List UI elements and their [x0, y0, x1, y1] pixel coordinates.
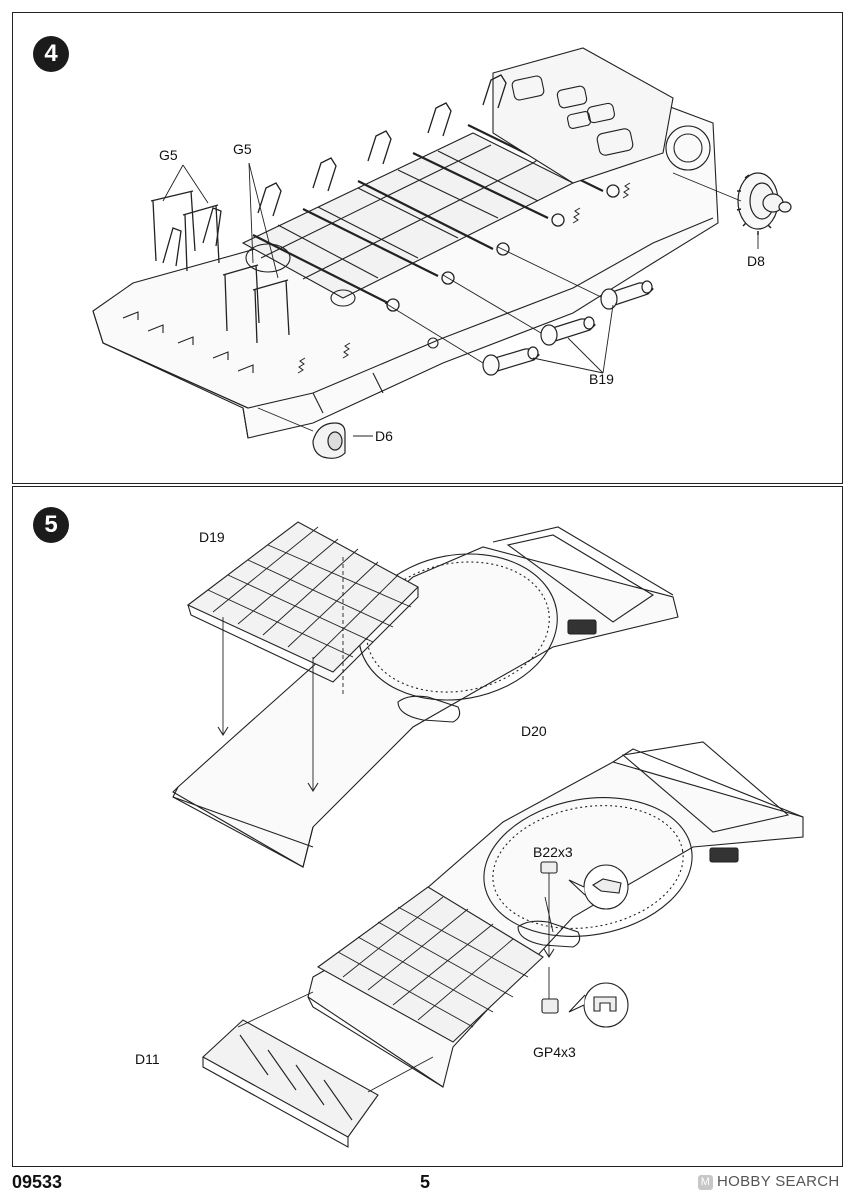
label-d11: D11 — [135, 1051, 160, 1067]
b19-swing-arms — [482, 280, 654, 376]
footer-page-number: 5 — [420, 1172, 431, 1192]
d8-sprocket — [736, 172, 792, 235]
label-d8: D8 — [747, 253, 765, 269]
label-d6: D6 — [375, 428, 393, 444]
step-5-hull-drawing — [172, 521, 804, 1148]
step-4-number-badge: 4 — [33, 36, 69, 72]
d6-part — [312, 422, 346, 459]
step-5-panel: 5 — [12, 486, 843, 1167]
label-g5-right: G5 — [233, 141, 252, 157]
label-gp4x3: GP4x3 — [533, 1044, 576, 1060]
label-g5-left: G5 — [159, 147, 178, 163]
label-d19: D19 — [199, 529, 225, 545]
label-b22x3: B22x3 — [533, 844, 573, 860]
step-4-panel: 4 — [12, 12, 843, 484]
watermark-text: HOBBY SEARCH — [717, 1173, 840, 1190]
step-5-number-badge: 5 — [33, 507, 69, 543]
label-d20: D20 — [521, 723, 547, 739]
watermark-logo-icon: M — [698, 1175, 713, 1190]
footer-product-code: 09533 — [12, 1172, 63, 1192]
g5-parts — [150, 190, 290, 344]
step-4-hull-drawing — [92, 47, 792, 459]
label-b19: B19 — [589, 371, 614, 387]
footer-watermark: M HOBBY SEARCH — [698, 1173, 840, 1190]
